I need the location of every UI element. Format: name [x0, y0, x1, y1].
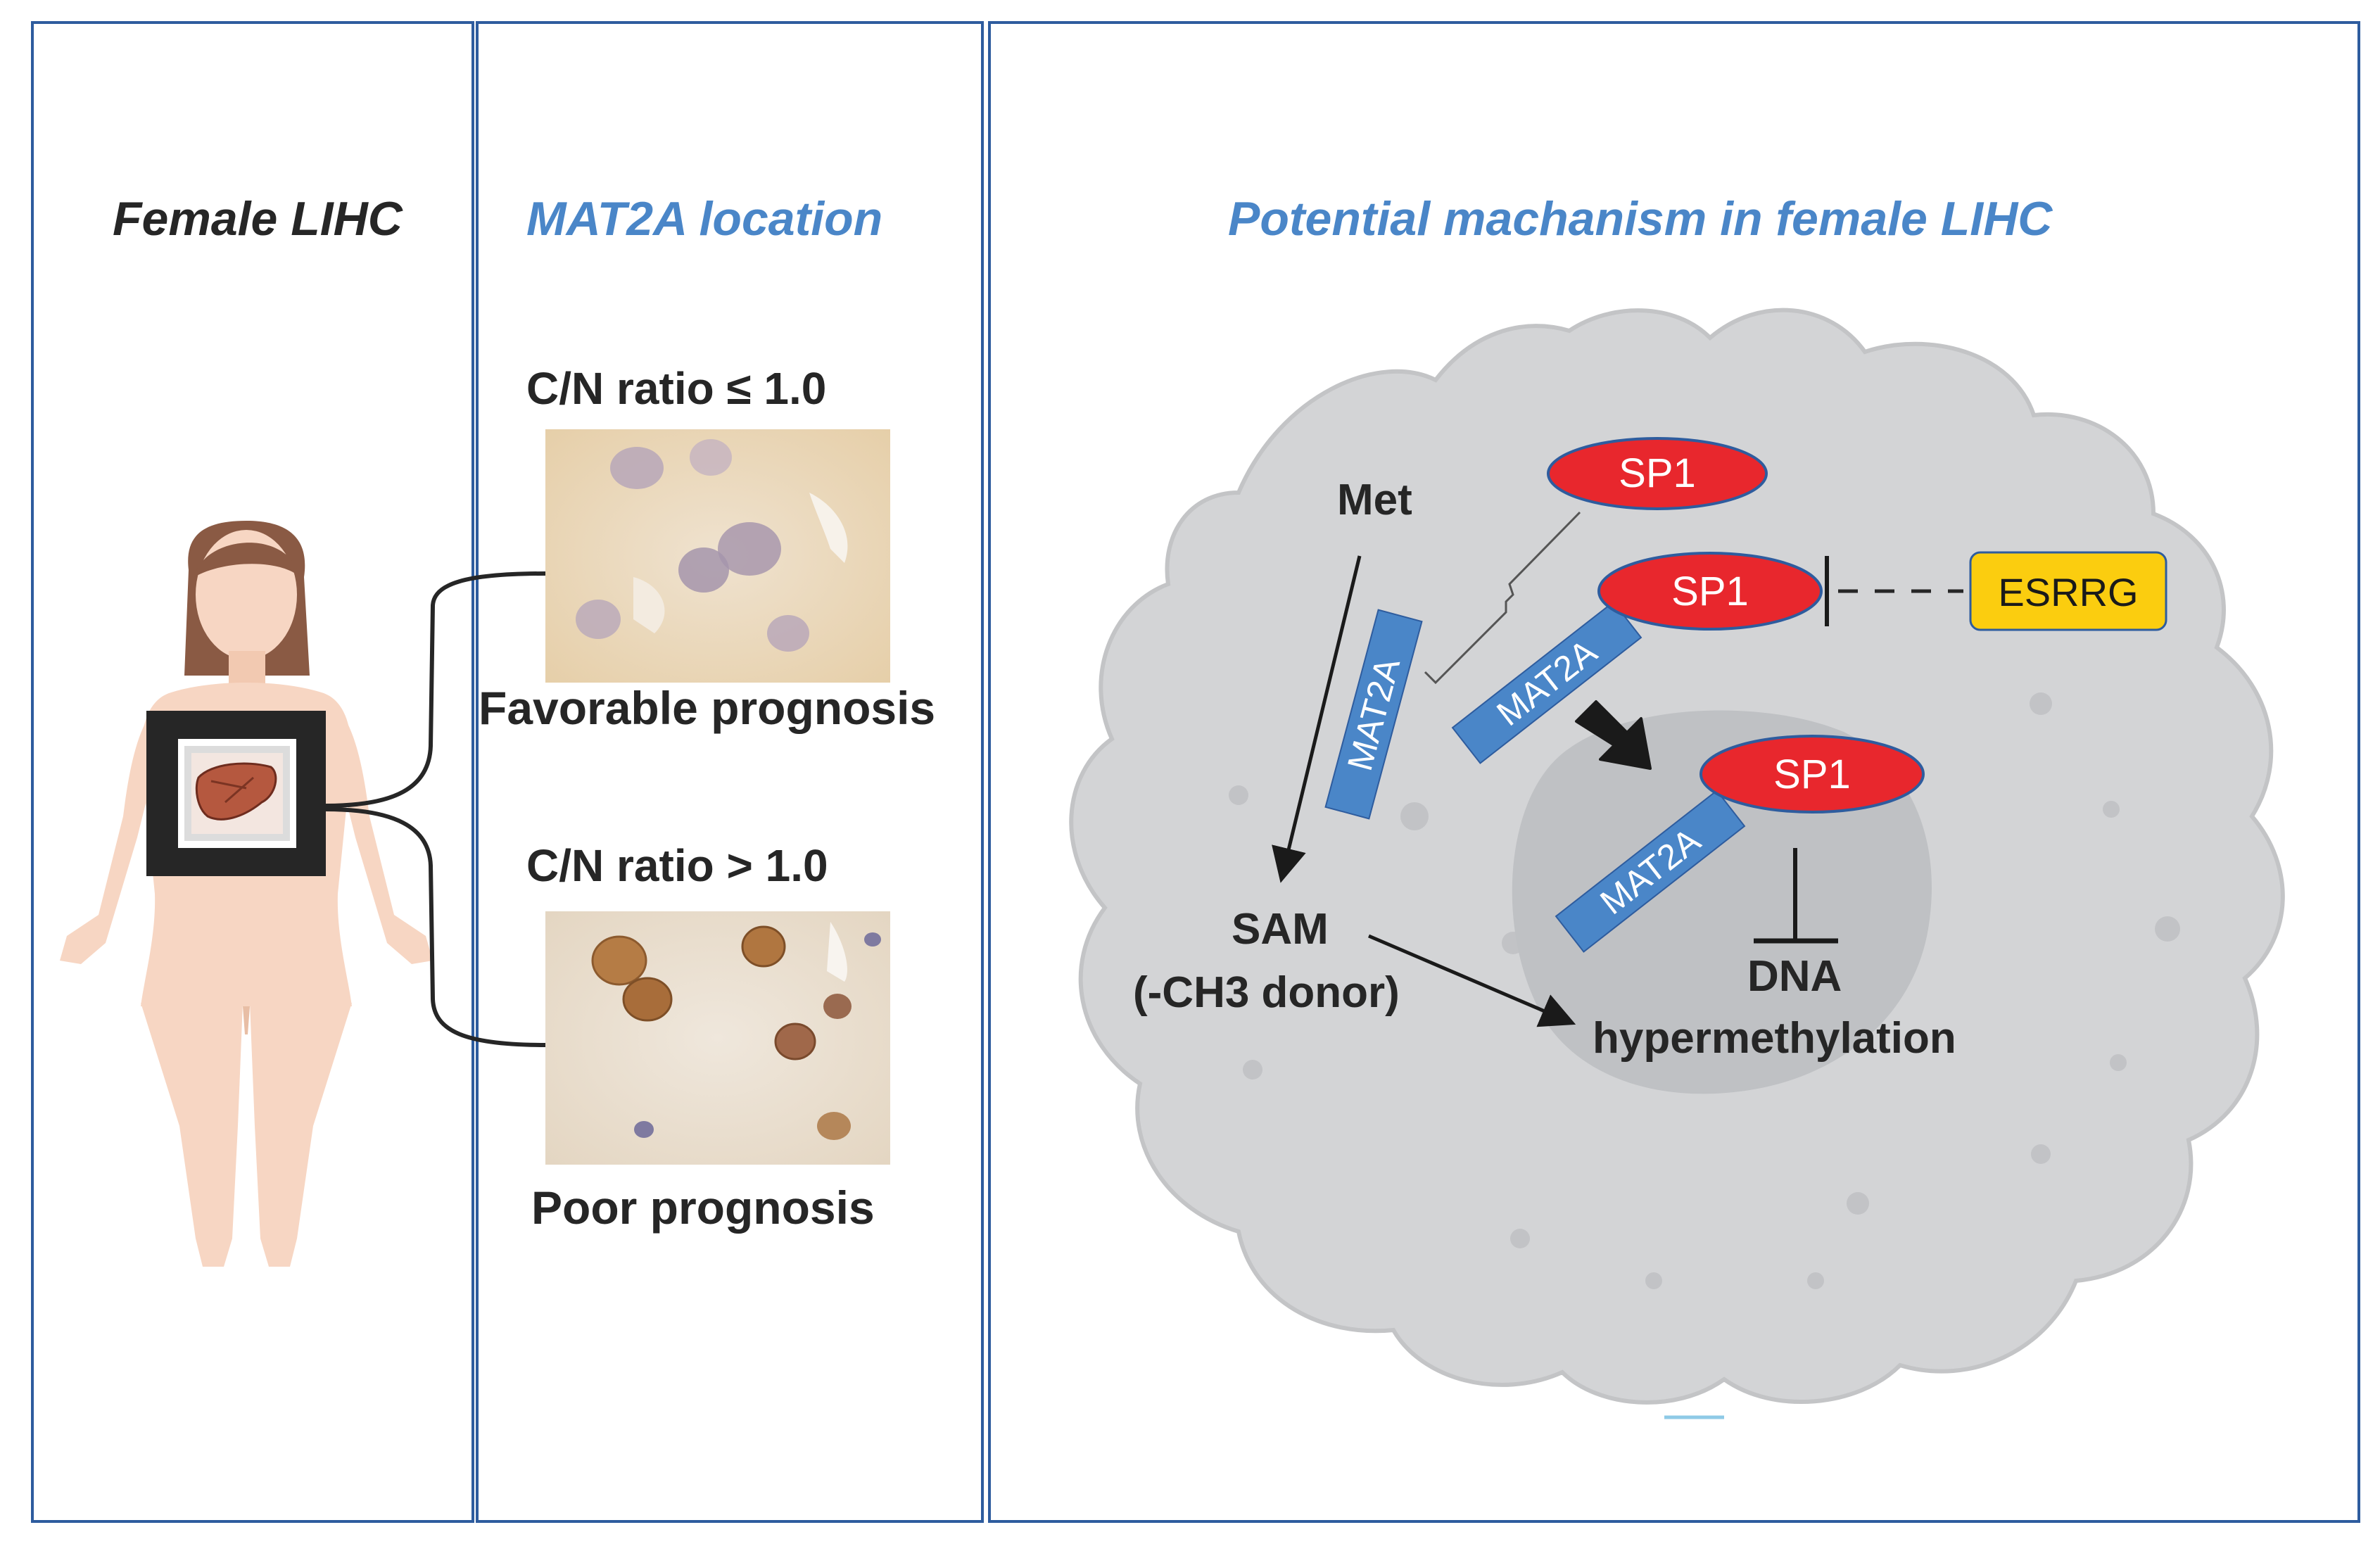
ihc-image-poor: [545, 911, 890, 1165]
binding-line: [1424, 511, 1581, 685]
label-cn-ratio-high: C/N ratio > 1.0: [526, 840, 828, 891]
sam-to-dna-arrow: [1368, 934, 1576, 1027]
liver-icon: [146, 711, 326, 876]
label-cn-ratio-low: C/N ratio ≤ 1.0: [526, 363, 827, 414]
panel-mat2a-location: [476, 21, 984, 1523]
ihc-image-favorable: [545, 429, 890, 683]
svg-text:SP1: SP1: [1619, 450, 1696, 496]
title-female-lihc: Female LIHC: [113, 192, 403, 246]
title-mechanism: Potential machanism in female LIHC: [1228, 192, 2053, 246]
label-hypermethylation: hypermethylation: [1593, 1014, 1956, 1063]
svg-text:SP1: SP1: [1773, 752, 1851, 797]
label-met: Met: [1337, 476, 1412, 524]
sp1-free: SP1: [1547, 437, 1768, 510]
esrrg-box: ESRRG: [1969, 551, 2167, 631]
down-arrow-icon: [1575, 700, 1652, 770]
label-sam: SAM: [1232, 905, 1329, 954]
sp1-complex-cytoplasm: SP1: [1597, 552, 1823, 631]
label-dna: DNA: [1747, 952, 1842, 1001]
svg-text:SP1: SP1: [1671, 569, 1749, 614]
label-poor-prognosis: Poor prognosis: [531, 1182, 875, 1234]
female-body-icon: [60, 521, 433, 1267]
label-sam-note: (-CH3 donor): [1133, 968, 1400, 1017]
sp1-complex-nucleus: SP1: [1699, 735, 1925, 814]
met-to-sam-arrow: [1272, 555, 1362, 883]
svg-text:ESRRG: ESRRG: [1998, 570, 2138, 614]
label-favorable-prognosis: Favorable prognosis: [479, 682, 936, 734]
title-mat2a-location: MAT2A location: [526, 192, 883, 246]
